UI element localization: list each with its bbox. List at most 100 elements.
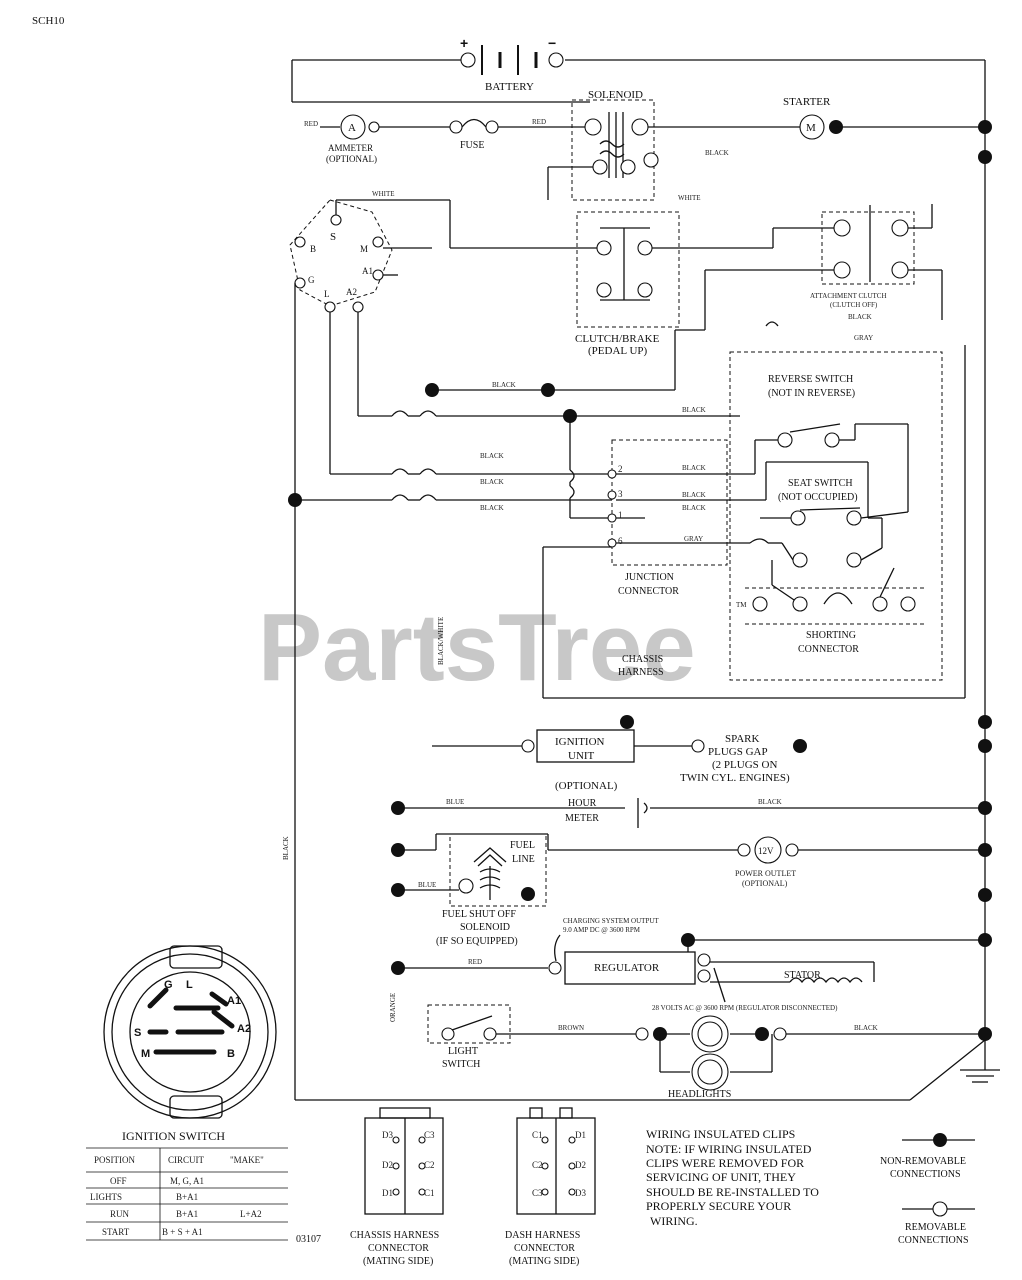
dash-connector-label-1: DASH HARNESS xyxy=(505,1230,580,1241)
starter-motor: M STARTER BLACK xyxy=(648,96,985,157)
hour-meter: BLUE BLACK (OPTIONAL) HOUR METER xyxy=(391,780,992,828)
switch-panel: REVERSE SWITCH (NOT IN REVERSE) SEAT SWI… xyxy=(729,351,943,681)
battery: + − BATTERY xyxy=(291,35,590,103)
wire-black-1: BLACK xyxy=(492,381,516,389)
ign-letter-l: L xyxy=(186,979,193,991)
wire-black-3: BLACK xyxy=(480,452,504,460)
watermark: PartsTree xyxy=(258,594,696,701)
clutch-brake-label-2: (PEDAL UP) xyxy=(588,345,648,357)
power-outlet: 12V POWER OUTLET (OPTIONAL) xyxy=(735,836,992,888)
regulator-label: REGULATOR xyxy=(594,962,660,974)
wiring-note: WIRING INSULATED CLIPS NOTE: IF WIRING I… xyxy=(646,1127,819,1228)
junction-pin-2: 2 xyxy=(618,464,623,474)
fuel-line-label-2: LINE xyxy=(512,854,535,865)
wire-black-4: BLACK xyxy=(480,478,504,486)
fuel-shutoff-label-3: (IF SO EQUIPPED) xyxy=(436,936,518,947)
dash-pin-d1: D1 xyxy=(575,1130,586,1140)
drawing-number: 03107 xyxy=(296,1234,321,1245)
wire-red-2: RED xyxy=(532,118,546,126)
solenoid: SOLENOID xyxy=(547,89,659,201)
wire-black-j1: BLACK xyxy=(682,504,706,512)
ammeter-symbol: A xyxy=(348,122,356,134)
chassis-harness-label-1: CHASSIS xyxy=(622,654,663,665)
legend-non-removable-2: CONNECTIONS xyxy=(890,1169,961,1180)
ammeter-label: AMMETER xyxy=(328,143,373,153)
hour-meter-label-3: METER xyxy=(565,813,599,824)
term-m: M xyxy=(360,244,368,254)
battery-plus: + xyxy=(460,35,468,51)
light-switch-label-1: LIGHT xyxy=(448,1046,478,1057)
chassis-pin-c1: C1 xyxy=(424,1188,435,1198)
legend-non-removable-dot xyxy=(933,1133,947,1147)
ign-letter-a1: A1 xyxy=(227,995,241,1007)
attachment-clutch-label-2: (CLUTCH OFF) xyxy=(830,301,878,309)
th-position: POSITION xyxy=(94,1155,136,1165)
headlights-label: HEADLIGHTS xyxy=(668,1089,731,1100)
charging-system: CHARGING SYSTEM OUTPUT 9.0 AMP DC @ 3600… xyxy=(391,917,992,1012)
legend-removable-dot xyxy=(932,1201,948,1217)
ignition-unit-label-1: IGNITION xyxy=(555,736,605,748)
wire-white: WHITE xyxy=(372,190,395,198)
power-outlet-label-1: POWER OUTLET xyxy=(735,869,796,878)
dash-connector-label-2: CONNECTOR xyxy=(514,1243,575,1254)
attachment-clutch-switch: ATTACHMENT CLUTCH (CLUTCH OFF) BLACK GRA… xyxy=(548,204,943,391)
junction-label-2: CONNECTOR xyxy=(618,586,679,597)
th-circuit: CIRCUIT xyxy=(168,1155,205,1165)
battery-minus: − xyxy=(548,35,556,51)
fuel-shutoff-label-2: SOLENOID xyxy=(460,922,510,933)
legend-removable-2: CONNECTIONS xyxy=(898,1235,969,1246)
seat-switch-label-2: (NOT OCCUPIED) xyxy=(778,492,858,503)
shorting-label-2: CONNECTOR xyxy=(798,644,859,655)
power-outlet-label-2: (OPTIONAL) xyxy=(742,879,788,888)
note-line-2: NOTE: IF WIRING INSULATED xyxy=(646,1142,812,1156)
wire-black-hm: BLACK xyxy=(758,798,782,806)
dash-pin-c2: C2 xyxy=(532,1160,543,1170)
fuel-shutoff-label-1: FUEL SHUT OFF xyxy=(442,909,516,920)
stator-label: STATOR xyxy=(784,970,821,981)
term-g: G xyxy=(308,275,315,285)
ign-letter-g: G xyxy=(164,979,173,991)
dash-pin-c3: C3 xyxy=(532,1188,543,1198)
stator-ac-label: 28 VOLTS AC @ 3600 RPM (REGULATOR DISCON… xyxy=(652,1004,838,1012)
ground-node-4 xyxy=(978,739,992,753)
wire-black-starter: BLACK xyxy=(705,149,729,157)
ignition-switch-diagram: G L A1 A2 S M B IGNITION SWITCH xyxy=(103,945,277,1143)
note-line-3: CLIPS WERE REMOVED FOR xyxy=(646,1156,804,1170)
ground-node-5 xyxy=(978,888,992,902)
clutch-brake-label-1: CLUTCH/BRAKE xyxy=(575,333,660,345)
ammeter: A RED AMMETER (OPTIONAL) xyxy=(304,114,450,164)
wire-black-hl: BLACK xyxy=(854,1024,878,1032)
term-a2: A2 xyxy=(346,287,357,297)
wire-blue-hm: BLUE xyxy=(446,798,464,806)
hour-meter-label-2: HOUR xyxy=(568,798,597,809)
ground-node-2 xyxy=(978,150,992,164)
term-a1: A1 xyxy=(362,266,373,276)
charging-output-1: CHARGING SYSTEM OUTPUT xyxy=(563,917,659,925)
wire-black-j3: BLACK xyxy=(682,491,706,499)
row-start-pos: START xyxy=(102,1227,130,1237)
wire-red-label: RED xyxy=(304,120,318,128)
chassis-pin-d2: D2 xyxy=(382,1160,393,1170)
spark-label-1: SPARK xyxy=(725,733,760,745)
clutch-brake-switch: CLUTCH/BRAKE (PEDAL UP) WHITE xyxy=(575,194,836,357)
th-make: "MAKE" xyxy=(230,1155,264,1165)
connection-legend: NON-REMOVABLE CONNECTIONS REMOVABLE CONN… xyxy=(880,1133,975,1246)
wire-black-5: BLACK xyxy=(480,504,504,512)
chassis-connector-label-1: CHASSIS HARNESS xyxy=(350,1230,439,1241)
row-off-pos: OFF xyxy=(110,1176,127,1186)
wire-black-j2: BLACK xyxy=(682,464,706,472)
starter-label: STARTER xyxy=(783,96,831,108)
wire-black-ac: BLACK xyxy=(848,313,872,321)
chassis-pin-c3: C3 xyxy=(424,1130,435,1140)
ignition-switch-terminals: S B M G A1 L A2 WHITE xyxy=(289,190,600,474)
wire-red-reg: RED xyxy=(468,958,482,966)
term-b: B xyxy=(310,244,316,254)
junction-pin-6: 6 xyxy=(618,536,623,546)
chassis-harness-label-2: HARNESS xyxy=(618,667,664,678)
light-switch-label-2: SWITCH xyxy=(442,1059,480,1070)
spark-label-4: TWIN CYL. ENGINES) xyxy=(680,772,790,784)
row-run-circuit: B+A1 xyxy=(176,1209,198,1219)
power-outlet-symbol: 12V xyxy=(758,846,774,856)
ignition-switch-table: POSITION CIRCUIT "MAKE" OFF M, G, A1 LIG… xyxy=(86,1147,288,1241)
starter-symbol: M xyxy=(806,122,816,134)
